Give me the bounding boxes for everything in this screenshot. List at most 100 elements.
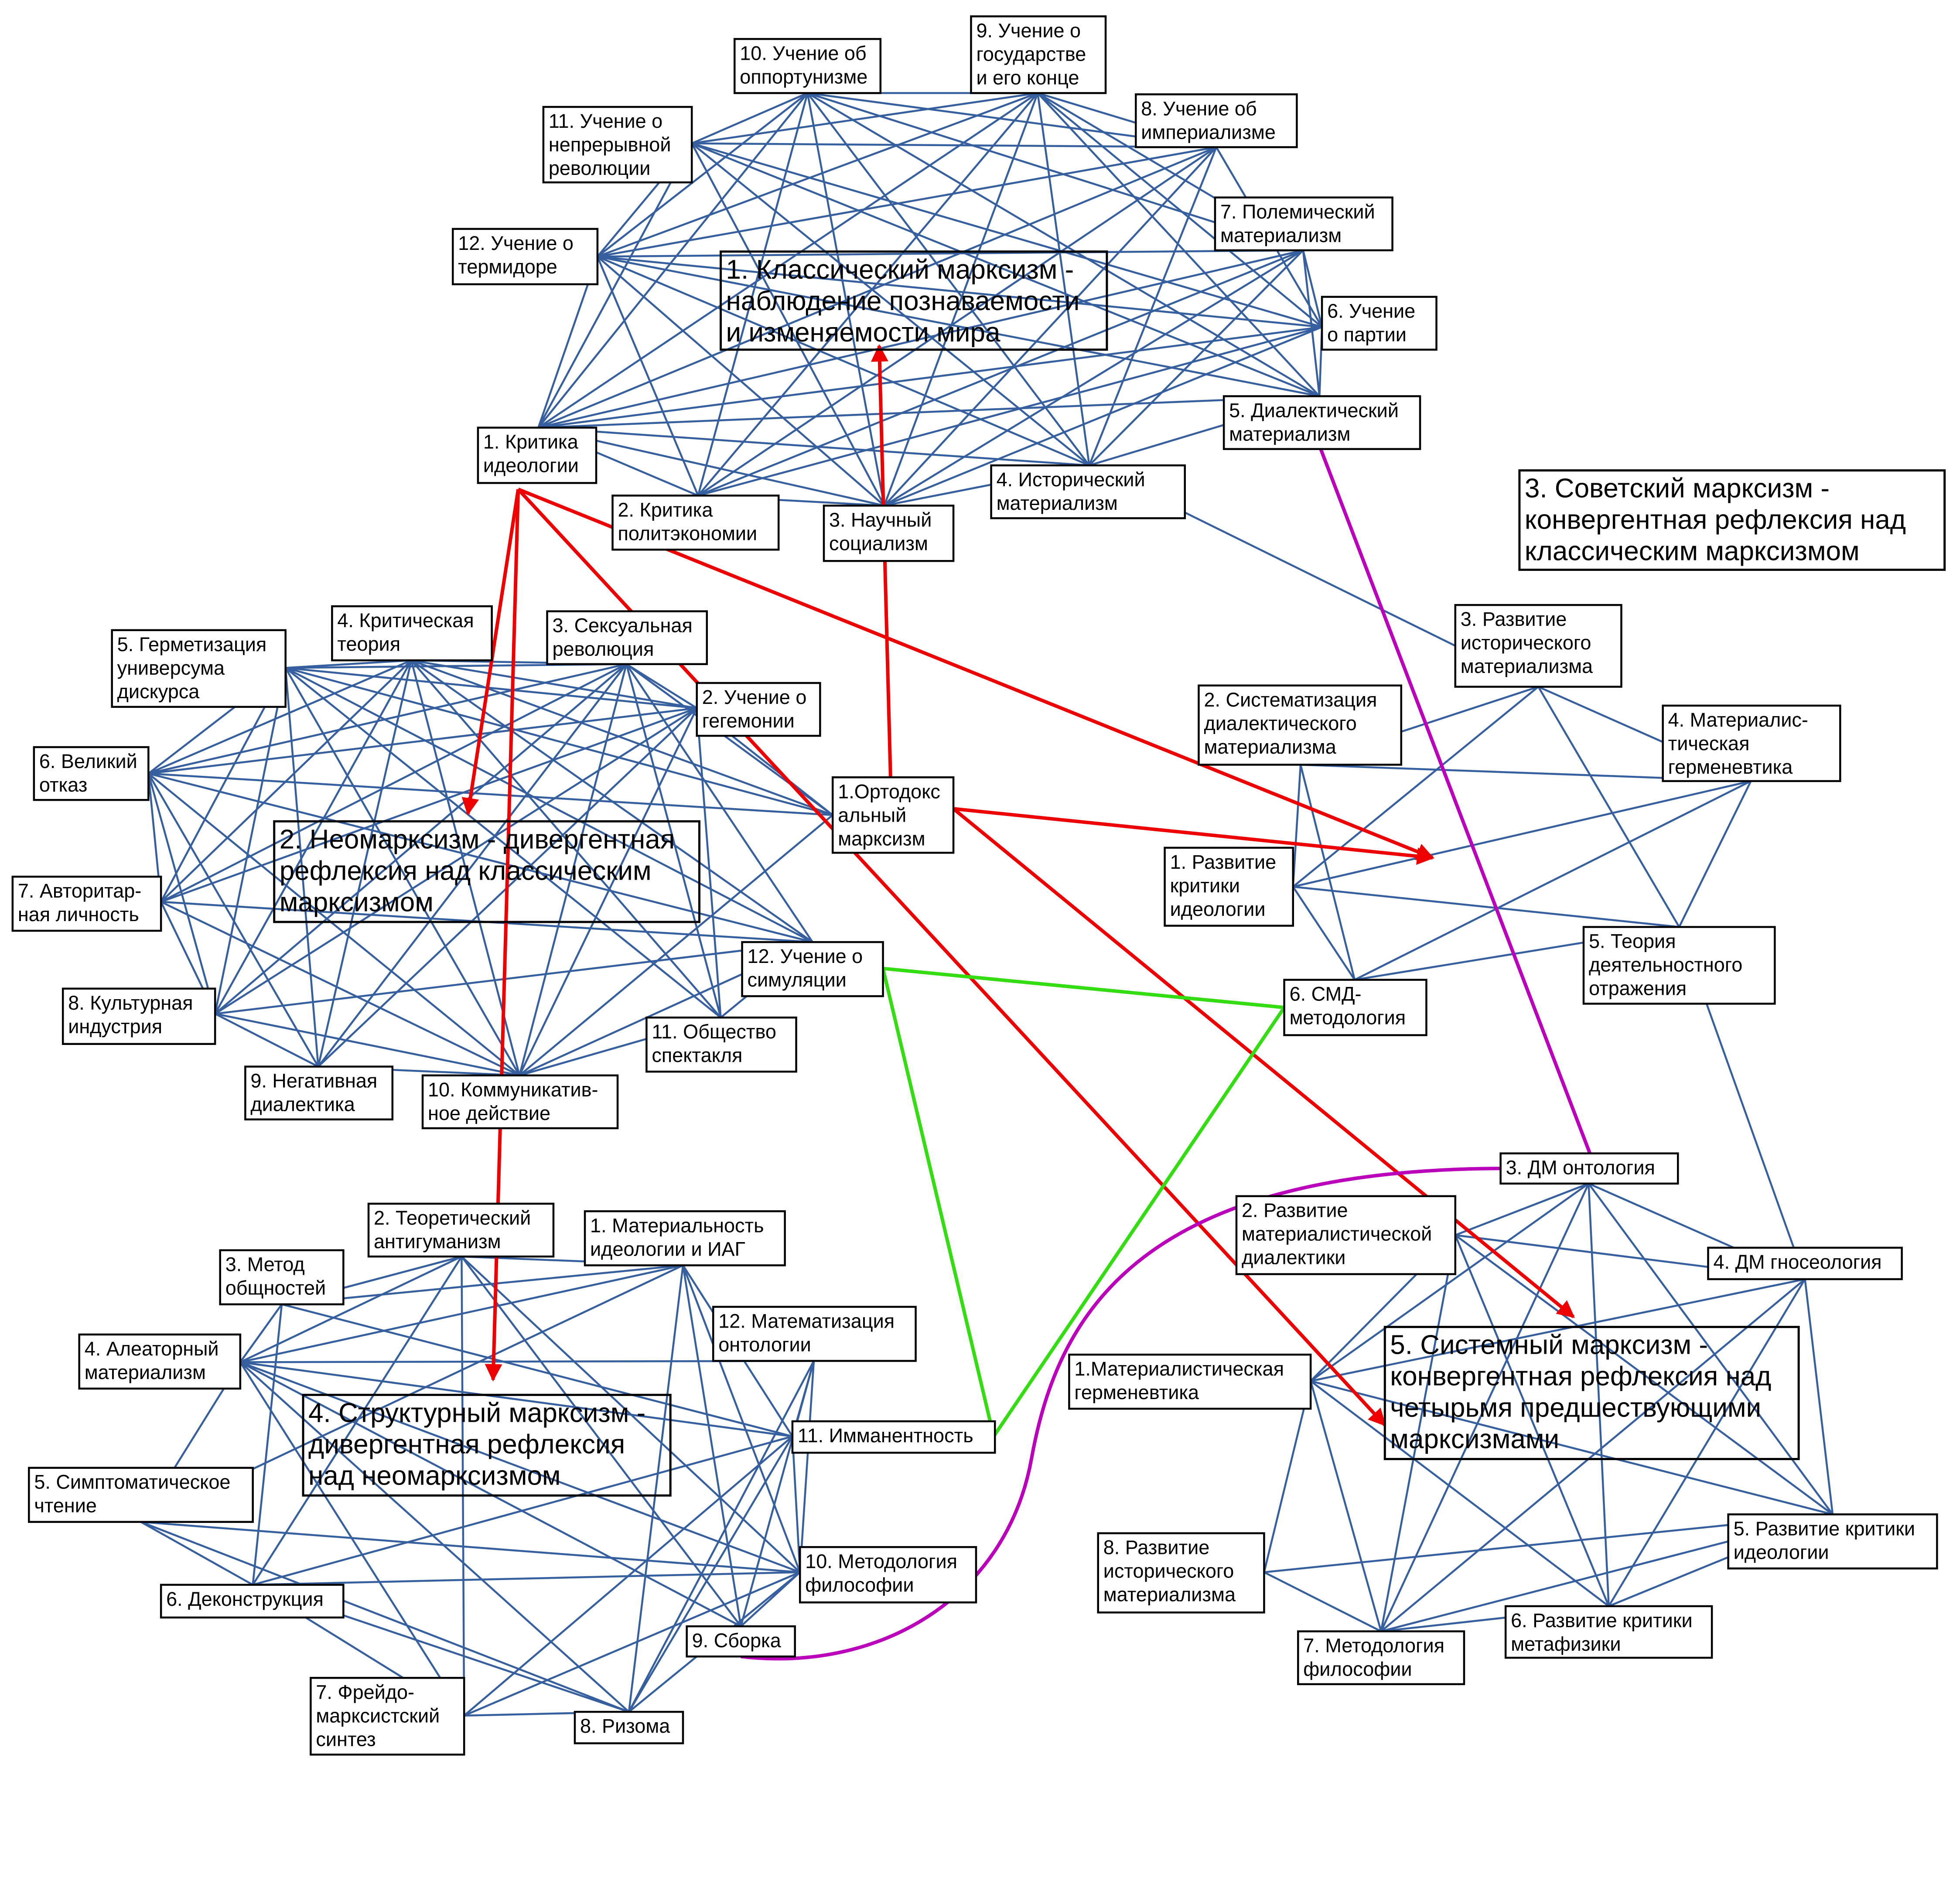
- label-line: 6. Развитие критики: [1511, 1609, 1692, 1632]
- edge-r4-r10: [240, 1361, 801, 1574]
- label-line: непрерывной: [549, 133, 671, 156]
- edge-c3-c12: [597, 256, 885, 507]
- edge-c3-c7: [884, 249, 1304, 507]
- edge-r9-r10: [740, 1571, 801, 1627]
- edge-y2-y5: [1455, 1234, 1834, 1516]
- edge-r6-r10: [253, 1571, 800, 1586]
- edge-r4-r11: [240, 1361, 793, 1437]
- label-line: 4. Исторический: [997, 468, 1145, 491]
- edge-r10-r11: [791, 1436, 801, 1573]
- edge-r1-r10: [682, 1265, 801, 1573]
- red-arrow-3: [517, 488, 1434, 860]
- label-line: 5. Герметизация: [117, 633, 267, 655]
- label-line: классическим марксизмом: [1525, 536, 1860, 567]
- edge-n4-n6: [148, 659, 412, 775]
- label-line: 2. Критика: [618, 498, 714, 521]
- edge-n3-n8: [214, 663, 627, 1015]
- title-box-t4: 4. Структурный марксизм -дивергентная ре…: [302, 1393, 672, 1497]
- label-line: альный: [838, 804, 906, 826]
- label-line: антигуманизм: [374, 1230, 501, 1253]
- edge-c4-c12: [597, 256, 1090, 467]
- edge-n2-n10: [519, 707, 698, 1076]
- label-line: оппортунизме: [740, 65, 867, 88]
- edge-n4-n5: [285, 659, 412, 669]
- red-arrow-1: [461, 489, 520, 816]
- edge-c8-c11: [692, 142, 1216, 148]
- label-line: 11. Учение о: [549, 110, 662, 132]
- label-line: 9. Учение о: [976, 19, 1081, 41]
- label-line: универсума: [117, 657, 225, 679]
- edge-n1-n10: [519, 814, 833, 1076]
- label-line: критики: [1170, 874, 1240, 897]
- edge-r1-r8: [628, 1265, 684, 1712]
- label-line: государстве: [976, 43, 1086, 65]
- red-arrow-7: [952, 807, 1575, 1318]
- label-line: герменевтика: [1074, 1381, 1199, 1403]
- edge-n5-n11: [285, 667, 721, 1018]
- edge-s4-s6: [1354, 780, 1752, 981]
- label-line: 5. Развитие критики: [1734, 1517, 1915, 1540]
- node-r8: 8. Ризома: [574, 1710, 684, 1744]
- label-line: марксизмом: [280, 887, 434, 917]
- label-line: 7. Методология: [1303, 1635, 1444, 1657]
- edge-s3-s5: [1537, 686, 1680, 928]
- edge-s1-s5: [1293, 885, 1680, 928]
- edge-r6-r11: [253, 1435, 793, 1586]
- label-line: материализм: [1220, 224, 1342, 246]
- edge-c5-c11: [691, 142, 1320, 397]
- label-line: философии: [1303, 1658, 1412, 1680]
- edge-c9-c11: [691, 92, 1038, 145]
- edge-n4-n11: [410, 659, 722, 1018]
- label-line: дискурса: [117, 680, 200, 703]
- label-line: идеологии и ИАГ: [590, 1238, 745, 1260]
- label-line: 2. Систематизация: [1204, 689, 1377, 711]
- edge-y4-y7: [1380, 1278, 1806, 1632]
- label-line: 1. Критика: [483, 431, 579, 453]
- label-line: 12. Учение о: [458, 232, 574, 254]
- label-line: материализм: [85, 1361, 206, 1383]
- edge-r5-r6: [140, 1521, 253, 1586]
- edge-y2-y6: [1454, 1235, 1610, 1607]
- edge-n8-n12: [215, 941, 813, 1015]
- label-line: ная личность: [18, 903, 139, 925]
- label-line: 2. Развитие: [1242, 1199, 1348, 1222]
- edge-c9-c12: [597, 92, 1038, 258]
- label-line: 7. Авторитар-: [18, 880, 141, 902]
- label-line: марксистский: [316, 1704, 440, 1727]
- label-line: 4. ДМ гносеология: [1713, 1251, 1881, 1273]
- label-line: методология: [1290, 1007, 1406, 1029]
- label-line: 10. Коммуникатив-: [428, 1079, 598, 1101]
- edge-c2-c9: [697, 92, 1039, 496]
- label-line: 9. Сборка: [692, 1629, 782, 1652]
- edge-r3-r4: [239, 1304, 283, 1363]
- edge-n2-n11: [696, 708, 722, 1018]
- node-r9: 9. Сборка: [686, 1625, 796, 1658]
- edge-s4-s5: [1678, 780, 1752, 928]
- edge-n4-n7: [160, 659, 412, 903]
- label-line: материализм: [1229, 423, 1350, 445]
- label-line: 1. Классический марксизм -: [726, 255, 1074, 285]
- edge-n4-n12: [410, 659, 813, 943]
- label-line: 5. Системный марксизм -: [1390, 1330, 1708, 1360]
- edge-r2-r6: [252, 1256, 463, 1586]
- edge-y7-y8: [1263, 1571, 1382, 1632]
- label-line: революции: [549, 157, 651, 179]
- node-s2: 2. Систематизациядиалектическогоматериал…: [1198, 684, 1403, 766]
- edge-c4-c9: [1037, 93, 1090, 466]
- red-arrow-6: [953, 807, 1434, 865]
- edge-c8-c12: [597, 146, 1217, 258]
